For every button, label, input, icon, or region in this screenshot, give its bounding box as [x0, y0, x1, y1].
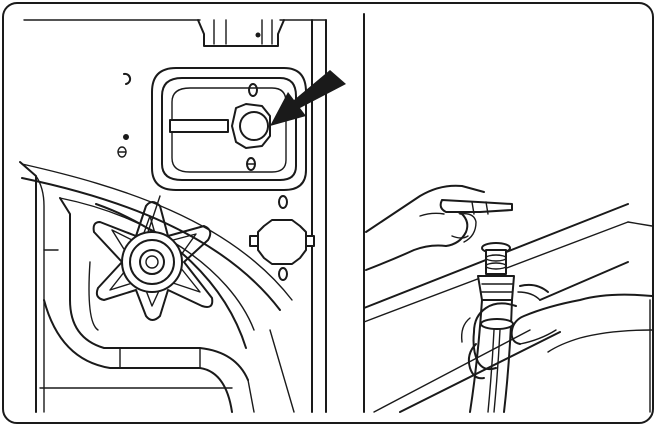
lower-hand	[460, 283, 653, 380]
hose-fitting	[477, 242, 515, 330]
drain-cap	[169, 83, 271, 171]
left-panel	[19, 19, 346, 413]
appliance-back-panel	[19, 19, 327, 413]
removed-drain-cap	[439, 199, 513, 215]
upper-hand	[365, 184, 485, 271]
direction-arrow	[270, 70, 346, 126]
pump-filter-knob	[92, 195, 214, 321]
drain-cap-handle	[169, 119, 229, 133]
panel-screws	[117, 72, 288, 281]
spare-connector	[249, 219, 315, 265]
drain-cap-recess	[151, 67, 307, 191]
right-panel	[363, 184, 653, 413]
